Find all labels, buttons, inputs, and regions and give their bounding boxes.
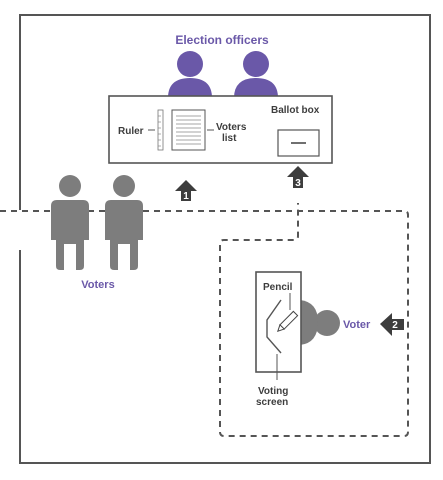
voter-body bbox=[300, 300, 318, 345]
voter-figure-right bbox=[105, 175, 143, 270]
election-officer-1 bbox=[168, 51, 212, 98]
pencil-label: Pencil bbox=[263, 282, 293, 293]
voters-list-label-line1: Voters bbox=[216, 122, 247, 133]
voter-head bbox=[314, 310, 340, 336]
pencil-icon bbox=[277, 310, 299, 332]
voting-screen bbox=[255, 271, 302, 373]
voting-screen-label-line1: Voting bbox=[258, 386, 288, 397]
voting-screen-panel bbox=[266, 299, 282, 354]
ruler bbox=[157, 109, 164, 151]
voting-screen-label-line2: screen bbox=[256, 397, 288, 408]
voters-list-label-line2: list bbox=[222, 133, 237, 144]
ballot-box-label: Ballot box bbox=[271, 105, 320, 116]
voters-list bbox=[171, 109, 206, 151]
election-officer-2 bbox=[234, 51, 278, 98]
svg-text:3: 3 bbox=[295, 178, 301, 189]
svg-text:2: 2 bbox=[392, 320, 398, 331]
ballot-box bbox=[277, 129, 320, 157]
room-border bbox=[19, 14, 431, 464]
voter-label: Voter bbox=[343, 319, 371, 331]
election-officers-label: Election officers bbox=[175, 33, 269, 47]
voter-figure-left bbox=[51, 175, 89, 270]
voters-label: Voters bbox=[81, 279, 114, 291]
step-1-arrow: 1 bbox=[175, 180, 197, 202]
step-3-arrow: 3 bbox=[287, 166, 309, 189]
svg-text:1: 1 bbox=[183, 191, 189, 202]
ruler-label: Ruler bbox=[118, 126, 144, 137]
voter-path bbox=[0, 203, 409, 437]
step-2-arrow: 2 bbox=[380, 313, 404, 336]
